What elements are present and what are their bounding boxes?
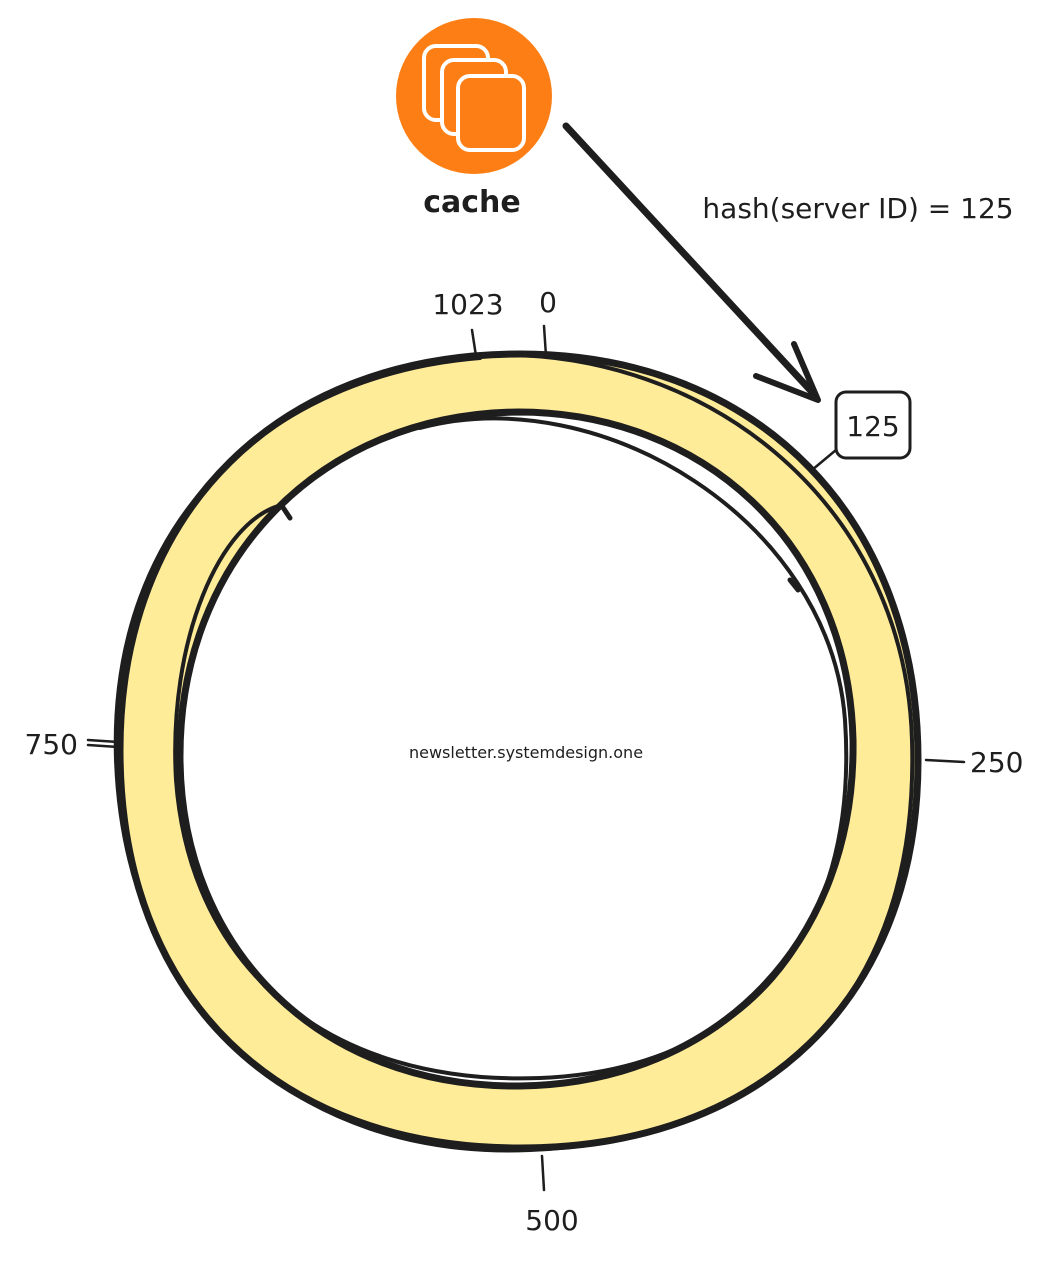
tick-750-b — [86, 743, 120, 749]
marker-label-1023: 1023 — [432, 288, 503, 321]
hash-result-box-frame — [834, 390, 912, 460]
hash-arrow-shaft-sketch — [568, 130, 820, 400]
hash-arrow — [562, 122, 821, 403]
cache-node: cache — [396, 18, 552, 220]
cache-node-label: cache — [423, 185, 521, 220]
marker-label-250: 250 — [970, 746, 1023, 779]
ring-notch-right — [787, 577, 801, 593]
ring-outer-edge — [116, 350, 922, 1152]
cache-stack-icon — [422, 44, 526, 152]
hash-arrow-head — [753, 341, 821, 403]
hash-result-label: 125 — [846, 410, 899, 443]
tick-125 — [810, 448, 838, 472]
watermark-text: newsletter.systemdesign.one — [409, 743, 643, 762]
tick-750-a — [86, 738, 120, 744]
marker-label-500: 500 — [525, 1204, 578, 1237]
ring-inner-edge — [176, 408, 857, 1090]
hash-result-box: 125 — [834, 390, 912, 460]
ring-inner-edge-sketch — [173, 416, 849, 1081]
tick-250 — [924, 758, 966, 764]
ring-outer-edge-sketch — [113, 352, 915, 1153]
hash-ring — [113, 350, 922, 1153]
marker-label-0: 0 — [539, 286, 557, 319]
tick-1023 — [470, 328, 478, 358]
ring-marker-ticks — [86, 324, 966, 1192]
tick-0 — [542, 324, 548, 358]
hash-expression: hash(server ID) = 125 — [702, 192, 1013, 225]
ring-notch-left — [279, 503, 293, 521]
tick-500 — [540, 1154, 546, 1192]
marker-label-750: 750 — [25, 728, 78, 761]
